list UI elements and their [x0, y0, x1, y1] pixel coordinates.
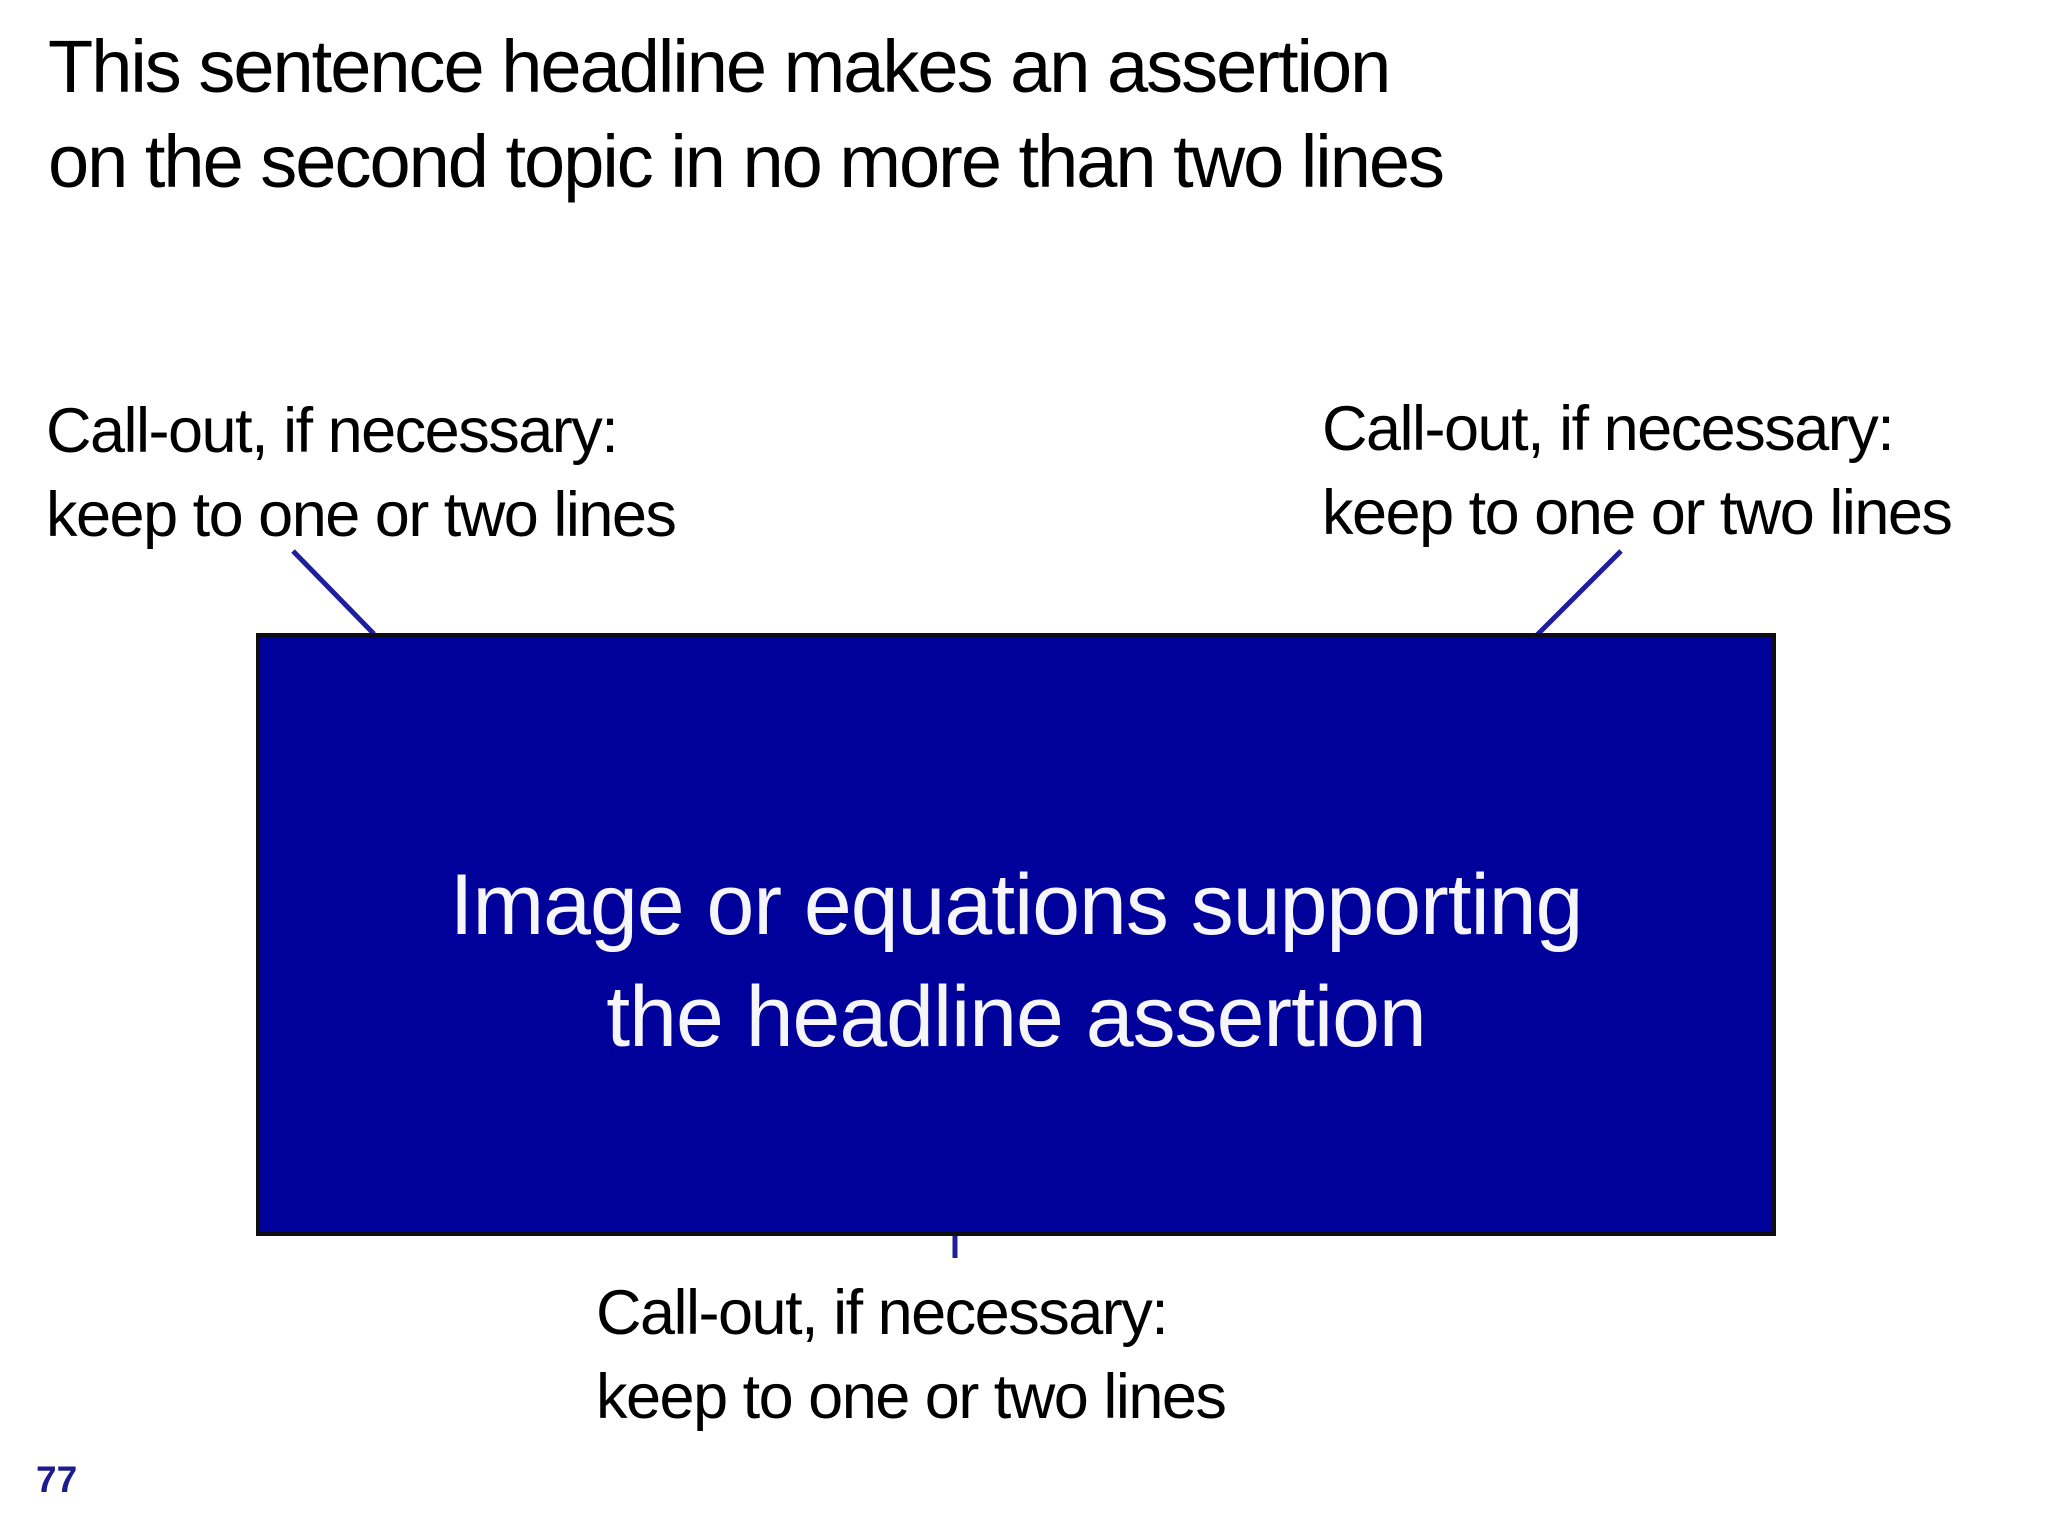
callout-connector-left — [291, 549, 376, 636]
callout-top-right: Call-out, if necessary: keep to one or t… — [1322, 394, 1953, 548]
image-placeholder-label: Image or equations supporting the headli… — [449, 857, 1584, 1065]
callout-top-left: Call-out, if necessary: keep to one or t… — [46, 396, 677, 550]
slide-headline: This sentence headline makes an assertio… — [48, 25, 1445, 203]
image-placeholder-box: Image or equations supporting the headli… — [256, 633, 1776, 1236]
page-number: 77 — [36, 1459, 78, 1500]
callout-bottom: Call-out, if necessary: keep to one or t… — [596, 1278, 1227, 1432]
callout-connector-right — [1534, 549, 1623, 638]
